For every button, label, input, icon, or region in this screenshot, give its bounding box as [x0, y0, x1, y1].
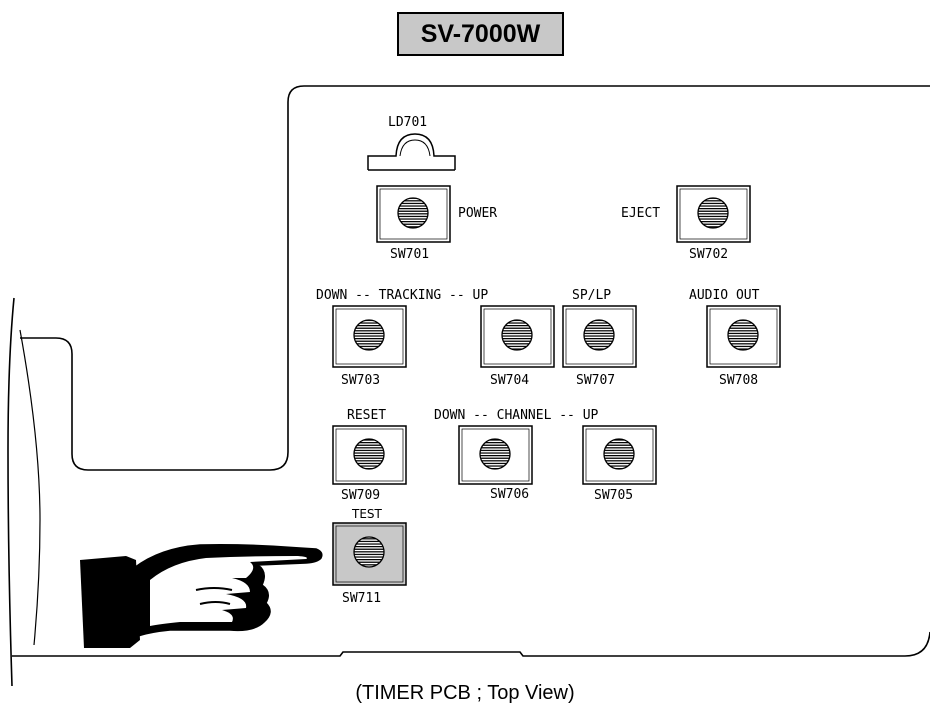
push-button-sw705[interactable]: [582, 425, 657, 485]
push-button-sw701[interactable]: [376, 185, 451, 243]
sw703-label: SW703: [341, 373, 380, 388]
pointing-hand-icon: [80, 544, 323, 648]
sw706-label: SW706: [490, 487, 529, 502]
sw708-label: SW708: [719, 373, 758, 388]
push-button-sw708[interactable]: [706, 305, 781, 368]
push-button-sw711[interactable]: [332, 522, 407, 586]
led-icon: [367, 133, 456, 171]
eject-label: EJECT: [621, 206, 660, 221]
diagram-caption: (TIMER PCB ; Top View): [355, 682, 575, 704]
channel-label: DOWN -- CHANNEL -- UP: [434, 408, 599, 423]
sw701-label: SW701: [390, 247, 429, 262]
test-label: TEST: [351, 507, 383, 521]
push-button-sw704[interactable]: [480, 305, 555, 368]
case-edge-left-inner: [19, 329, 41, 646]
push-button-sw702[interactable]: [676, 185, 751, 243]
tracking-label: DOWN -- TRACKING -- UP: [316, 288, 488, 303]
push-button-sw707[interactable]: [562, 305, 637, 368]
pcb-outline: [20, 85, 930, 471]
push-button-sw709[interactable]: [332, 425, 407, 485]
push-button-sw703[interactable]: [332, 305, 407, 368]
sw707-label: SW707: [576, 373, 615, 388]
sw704-label: SW704: [490, 373, 529, 388]
audio-out-label: AUDIO OUT: [689, 288, 760, 303]
sw702-label: SW702: [689, 247, 728, 262]
sp-lp-label: SP/LP: [572, 288, 611, 303]
reset-label: RESET: [347, 408, 386, 423]
sw705-label: SW705: [594, 488, 633, 503]
case-edge-left: [7, 297, 15, 687]
ld701-label: LD701: [388, 115, 427, 130]
sw709-label: SW709: [341, 488, 380, 503]
sw711-label: SW711: [342, 591, 381, 606]
model-title: SV-7000W: [397, 12, 564, 56]
push-button-sw706[interactable]: [458, 425, 533, 485]
pcb-outline-bottom: [12, 631, 930, 657]
power-label: POWER: [458, 206, 497, 221]
